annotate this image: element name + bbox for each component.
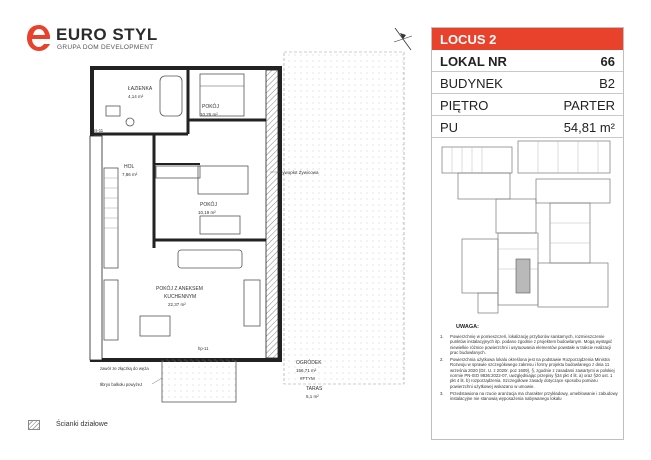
euro-styl-logo-icon bbox=[27, 25, 50, 51]
facade-wall bbox=[265, 69, 279, 359]
building-key-plan bbox=[441, 140, 611, 314]
bed-room2-icon bbox=[197, 165, 249, 195]
brand-tagline: GRUPA DOM DEVELOPMENT bbox=[57, 44, 154, 51]
row-floor: PIĘTRO PARTER bbox=[432, 95, 623, 116]
garden-area-value: 156,71 m² bbox=[296, 368, 317, 373]
tv-cabinet-icon bbox=[243, 279, 261, 327]
notes-list: 1.Powierzchnię w pomieszczeń, lokalizacj… bbox=[438, 334, 618, 404]
dining-table-icon bbox=[139, 315, 171, 337]
kitchen-counter-icon bbox=[103, 279, 119, 341]
note-item: 1.Powierzchnię w pomieszczeń, lokalizacj… bbox=[440, 334, 613, 355]
row-value: B2 bbox=[599, 76, 615, 91]
legend-label: Ścianki działowe bbox=[56, 421, 108, 428]
row-key: PU bbox=[440, 120, 459, 135]
row-key: BUDYNEK bbox=[440, 76, 503, 91]
info-panel: LOCUS 2 LOKAL NR 66 BUDYNEK B2 PIĘTRO PA… bbox=[431, 27, 624, 440]
row-value: 66 bbox=[600, 54, 615, 69]
dim-bottom-label: hp-11 bbox=[198, 346, 209, 351]
garden-label: OGRÓDEK bbox=[296, 359, 322, 366]
note-text: Przedstawiona na rzucie aranżacja ma cha… bbox=[450, 390, 618, 402]
door-note-label: zawór ze złączką do węża bbox=[100, 366, 149, 371]
room-bedroom2-label: POKÓJ bbox=[200, 201, 217, 208]
notes-section: UWAGA: 1.Powierzchnię w pomieszczeń, lok… bbox=[438, 324, 618, 436]
note-text: Powierzchnia użytkowa lokalu określona j… bbox=[450, 357, 615, 389]
room-hall-label: HOL bbox=[124, 164, 135, 170]
room-hall-area: 7,86 m² bbox=[122, 172, 138, 177]
row-unit-number: LOKAL NR 66 bbox=[432, 51, 623, 72]
highlighted-unit bbox=[515, 258, 531, 294]
terrace-label: TARAS bbox=[306, 386, 323, 392]
garden-note: #FTYM bbox=[300, 376, 315, 381]
wardrobe-room2-icon bbox=[155, 165, 201, 179]
terrace-area bbox=[161, 359, 237, 403]
toilet-icon bbox=[125, 117, 135, 127]
row-value: 54,81 m² bbox=[563, 120, 615, 135]
room-living-label2: KUCHENNYM bbox=[164, 294, 196, 300]
balcony-note-label: tłbryo balkołu powyżeJ bbox=[100, 382, 142, 387]
room-bathroom-area: 4,14 m² bbox=[128, 94, 144, 99]
room-bedroom1-label: POKÓJ bbox=[202, 103, 219, 110]
room-living-area: 22,37 m² bbox=[168, 302, 186, 307]
desk-icon bbox=[199, 215, 241, 235]
room-bathroom-label: ŁAZIENKA bbox=[128, 86, 153, 92]
project-title: LOCUS 2 bbox=[432, 28, 623, 50]
north-arrow-icon bbox=[393, 27, 413, 51]
garden-area bbox=[283, 51, 405, 385]
terrace-area-value: 5,1 m² bbox=[306, 394, 319, 399]
note-text: Powierzchnię w pomieszczeń, lokalizację … bbox=[450, 334, 613, 355]
brand-logo: EURO STYL GRUPA DOM DEVELOPMENT bbox=[26, 24, 176, 54]
note-item: 3.Przedstawiona na rzucie aranżacja ma c… bbox=[440, 390, 618, 402]
row-key: LOKAL NR bbox=[440, 54, 507, 69]
row-key: PIĘTRO bbox=[440, 98, 489, 113]
floor-plan: ŁAZIENKA 4,14 m² POKÓJ 10,25 m² HOL 7,86… bbox=[89, 51, 405, 403]
row-value: PARTER bbox=[563, 98, 615, 113]
left-wall bbox=[89, 135, 103, 361]
notes-heading: UWAGA: bbox=[456, 324, 479, 330]
partition-wall-swatch-icon bbox=[28, 420, 40, 430]
room-bedroom1-area: 10,25 m² bbox=[200, 112, 218, 117]
hedge-label: żywopłot Żywicowa bbox=[280, 169, 319, 175]
room-bedroom2-area: 10,19 m² bbox=[198, 210, 216, 215]
bed-icon bbox=[199, 73, 245, 117]
note-item: 2.Powierzchnia użytkowa lokalu określona… bbox=[440, 357, 615, 389]
brand-name: EURO STYL bbox=[56, 25, 158, 44]
sofa-icon bbox=[177, 249, 243, 269]
row-building: BUDYNEK B2 bbox=[432, 73, 623, 94]
row-usable-area: PU 54,81 m² bbox=[432, 117, 623, 138]
washbasin-icon bbox=[105, 105, 121, 117]
room-living-label: POKÓJ Z ANEKSEM bbox=[156, 285, 203, 292]
bathtub-icon bbox=[159, 75, 183, 117]
dim-left-label: Gs-11 bbox=[92, 128, 104, 133]
